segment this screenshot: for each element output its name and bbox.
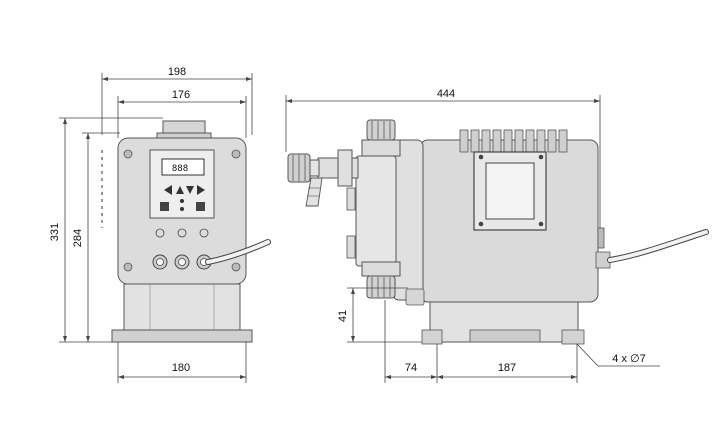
- base-foot: [421, 329, 443, 345]
- dim-height-overall: 331: [49, 223, 61, 241]
- screw-icon: [538, 154, 544, 160]
- name-plate-inner: [485, 162, 535, 220]
- dim-width-housing: 176: [172, 89, 190, 101]
- front-view: 888: [101, 120, 271, 343]
- top-valve: [366, 119, 396, 141]
- display-screen: [161, 158, 205, 176]
- side-dimensions: 444 41 74 187 4 x ∅7: [285, 88, 660, 383]
- up-arrow-icon: [176, 186, 184, 194]
- front-dimensions: 198 176 331 284 180: [49, 66, 253, 383]
- left-arrow-icon: [164, 185, 172, 195]
- display-value: 888: [172, 164, 188, 174]
- dim-base-height: 41: [337, 310, 349, 322]
- port-icon: [177, 228, 187, 238]
- dim-base-length: 187: [498, 362, 516, 374]
- screw-icon: [123, 149, 133, 159]
- screw-icon: [478, 154, 484, 160]
- pump-stand-front: [123, 283, 241, 333]
- led-icon: [180, 199, 184, 203]
- pump-head: [355, 155, 397, 267]
- screw-icon: [123, 262, 133, 272]
- bottom-valve: [366, 275, 396, 299]
- dim-offset-front: 74: [405, 362, 417, 374]
- screw-icon: [478, 221, 484, 227]
- dim-width-overall: 198: [168, 66, 186, 78]
- screw-icon: [231, 262, 241, 272]
- key-icon: [160, 202, 169, 211]
- dim-length-overall: 444: [437, 88, 455, 100]
- dim-mounting-holes: 4 x ∅7: [612, 353, 645, 365]
- dim-height-housing: 284: [72, 229, 84, 247]
- screw-icon: [231, 149, 241, 159]
- key-icon: [196, 202, 205, 211]
- base-foot: [561, 329, 585, 345]
- port-icon: [199, 228, 209, 238]
- screw-icon: [538, 221, 544, 227]
- port-icon: [155, 228, 165, 238]
- pump-base-front: [111, 329, 253, 343]
- hose-nozzle: [305, 177, 323, 207]
- down-arrow-icon: [186, 186, 194, 194]
- side-view: [287, 119, 709, 345]
- led-icon: [180, 207, 184, 211]
- right-arrow-icon: [197, 185, 205, 195]
- dim-width-base: 180: [172, 362, 190, 374]
